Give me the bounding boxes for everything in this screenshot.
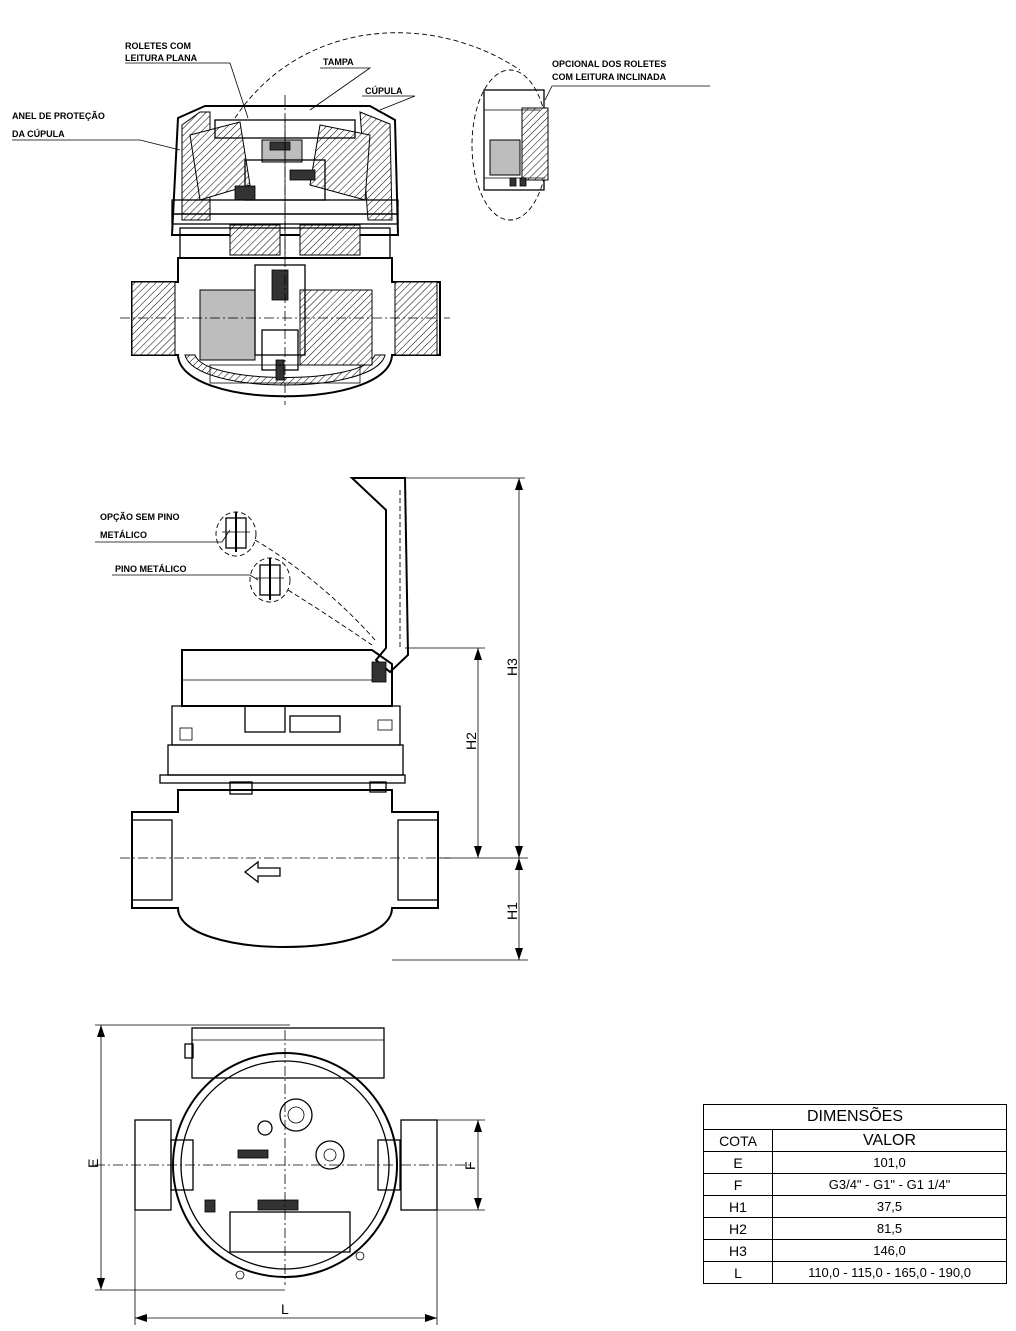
cell-cota: E xyxy=(703,1151,773,1174)
table-header-valor: VALOR xyxy=(772,1129,1007,1152)
table-row: H1 37,5 xyxy=(703,1195,1007,1218)
callout-tampa: TAMPA xyxy=(323,57,354,67)
table-row: E 101,0 xyxy=(703,1151,1007,1174)
callout-anel-line1: ANEL DE PROTEÇÃO xyxy=(12,111,105,121)
cell-valor: G3/4" - G1" - G1 1/4" xyxy=(772,1173,1007,1196)
callout-cupula: CÚPULA xyxy=(365,85,403,96)
callout-opcao-sem-pino-line2: METÁLICO xyxy=(100,530,147,540)
cell-valor: 101,0 xyxy=(772,1151,1007,1174)
dim-label-f: F xyxy=(462,1161,478,1170)
dim-label-h1: H1 xyxy=(504,902,520,920)
cell-cota: H2 xyxy=(703,1217,773,1240)
dim-label-l: L xyxy=(281,1301,289,1317)
callout-roletes-line2: LEITURA PLANA xyxy=(125,53,198,63)
meter-section xyxy=(120,95,450,405)
table-row: L 110,0 - 115,0 - 165,0 - 190,0 xyxy=(703,1261,1007,1284)
cell-valor: 81,5 xyxy=(772,1217,1007,1240)
cell-cota: H3 xyxy=(703,1239,773,1262)
optional-rollers-detail xyxy=(483,89,549,191)
cell-cota: F xyxy=(703,1173,773,1196)
table-header-cota: COTA xyxy=(703,1129,773,1152)
side-view: OPÇÃO SEM PINO METÁLICO PINO METÁLICO xyxy=(95,477,528,961)
table-row: F G3/4" - G1" - G1 1/4" xyxy=(703,1173,1007,1196)
table-row: H3 146,0 xyxy=(703,1239,1007,1262)
cell-cota: L xyxy=(703,1261,773,1284)
dim-label-h2: H2 xyxy=(463,732,479,750)
callout-opcional-line2: COM LEITURA INCLINADA xyxy=(552,72,667,82)
cell-valor: 146,0 xyxy=(772,1239,1007,1262)
callout-opcao-sem-pino-line1: OPÇÃO SEM PINO xyxy=(100,512,180,522)
cell-valor: 110,0 - 115,0 - 165,0 - 190,0 xyxy=(772,1261,1007,1284)
top-view: E F L xyxy=(85,1024,485,1325)
cell-valor: 37,5 xyxy=(772,1195,1007,1218)
table-row: H2 81,5 xyxy=(703,1217,1007,1240)
callout-roletes-line1: ROLETES COM xyxy=(125,41,191,51)
cell-cota: H1 xyxy=(703,1195,773,1218)
callout-opcional-line1: OPCIONAL DOS ROLETES xyxy=(552,59,666,69)
callout-anel-line2: DA CÚPULA xyxy=(12,128,65,139)
dim-label-e: E xyxy=(85,1159,101,1168)
table-title: DIMENSÕES xyxy=(703,1104,1007,1130)
callout-pino-metalico: PINO METÁLICO xyxy=(115,564,187,574)
dimensions-table: DIMENSÕES COTA VALOR E 101,0 F G3/4" - G… xyxy=(703,1104,1007,1284)
section-view: ROLETES COM LEITURA PLANA TAMPA CÚPULA A… xyxy=(12,32,710,405)
dim-label-h3: H3 xyxy=(504,658,520,676)
